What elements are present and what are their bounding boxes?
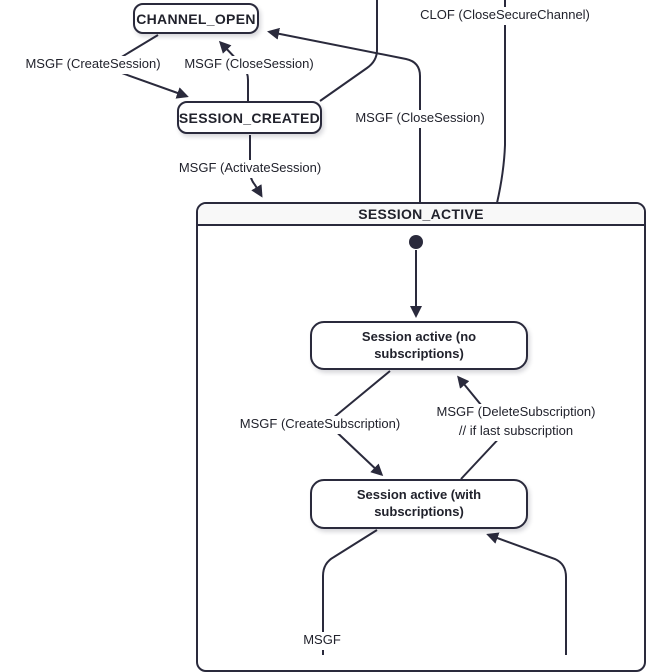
edge-close-session-from-active (267, 27, 421, 202)
state-label: Session active (with subscriptions) (356, 487, 482, 519)
state-session-created: SESSION_CREATED (177, 101, 322, 134)
edge-label-create-session: MSGF (CreateSession) (18, 56, 168, 74)
edge-label-delete-subscription-line2: // if last subscription (458, 422, 574, 438)
initial-state-dot (409, 235, 423, 249)
edge-label-close-secure-channel: CLOF (CloseSecureChannel) (414, 7, 596, 25)
edge-label-delete-subscription-line1: MSGF (DeleteSubscription) (436, 404, 596, 419)
edge-close-secure-channel (496, 0, 506, 204)
edge-msgf-bottom-left (322, 529, 378, 655)
edge-label-close-session-from-created: MSGF (CloseSession) (180, 56, 318, 74)
state-diagram-canvas: SESSION_ACTIVE MSGF (CreateSession) MSGF… (18, 0, 646, 672)
composite-state-title: SESSION_ACTIVE (198, 204, 644, 226)
edge-label-close-session-from-active: MSGF (CloseSession) (351, 110, 489, 128)
edge-bottom-right-return (486, 532, 567, 655)
edge-session-created-to-top (319, 0, 378, 102)
edge-label-activate-session: MSGF (ActivateSession) (171, 160, 329, 178)
state-label: Session active (no subscriptions) (361, 328, 477, 361)
edge-label-msgf-partial: MSGF (301, 632, 343, 650)
state-session-active-with-subscriptions: Session active (with subscriptions) (310, 479, 528, 529)
state-channel-open: CHANNEL_OPEN (133, 3, 259, 34)
state-session-active-no-subscriptions: Session active (no subscriptions) (310, 321, 528, 370)
edge-label-delete-subscription: MSGF (DeleteSubscription) // if last sub… (425, 404, 607, 441)
edge-label-create-subscription: MSGF (CreateSubscription) (229, 416, 411, 434)
